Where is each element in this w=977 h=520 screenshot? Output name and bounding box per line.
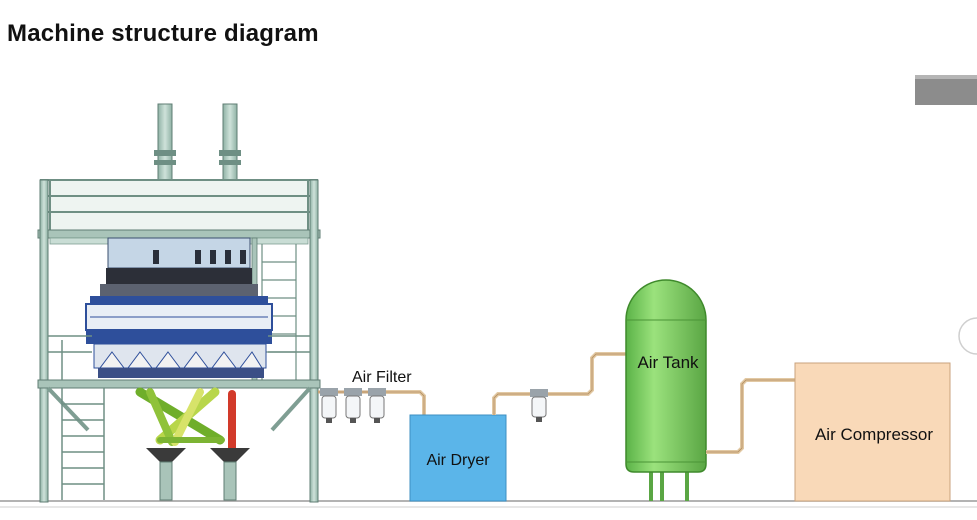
air-filter-unit [368, 388, 386, 423]
air-compressor: Air Compressor [794, 362, 951, 502]
side-tab[interactable] [915, 75, 977, 105]
pipe-filter-to-dryer [386, 390, 426, 415]
air-tank: Air Tank [625, 279, 707, 501]
exhaust-pipe-right [222, 103, 238, 181]
pipe-compressor-to-tank [706, 378, 796, 454]
air-tank-label: Air Tank [637, 353, 699, 372]
air-filter-unit [320, 388, 338, 423]
edge-scroll-control [958, 317, 977, 355]
air-filter-group: Air Filter [318, 369, 412, 423]
frame-column-right [309, 179, 319, 503]
sorter-machine [37, 103, 321, 503]
air-dryer: Air Dryer [409, 414, 507, 502]
exhaust-pipe-left [157, 103, 173, 181]
air-filter-unit [344, 388, 362, 423]
page-title: Machine structure diagram [7, 20, 319, 47]
discharge-chutes [135, 387, 236, 452]
air-compressor-label: Air Compressor [815, 425, 933, 444]
air-filter-unit [530, 389, 548, 422]
frame-column-left [39, 179, 49, 503]
air-dryer-label: Air Dryer [426, 452, 490, 469]
ground-line [0, 500, 977, 508]
top-railing [40, 179, 318, 233]
pipe-dryer-to-tank [492, 352, 628, 415]
left-stair [61, 388, 105, 500]
air-filter-label: Air Filter [352, 369, 412, 386]
main-platform [37, 379, 321, 389]
